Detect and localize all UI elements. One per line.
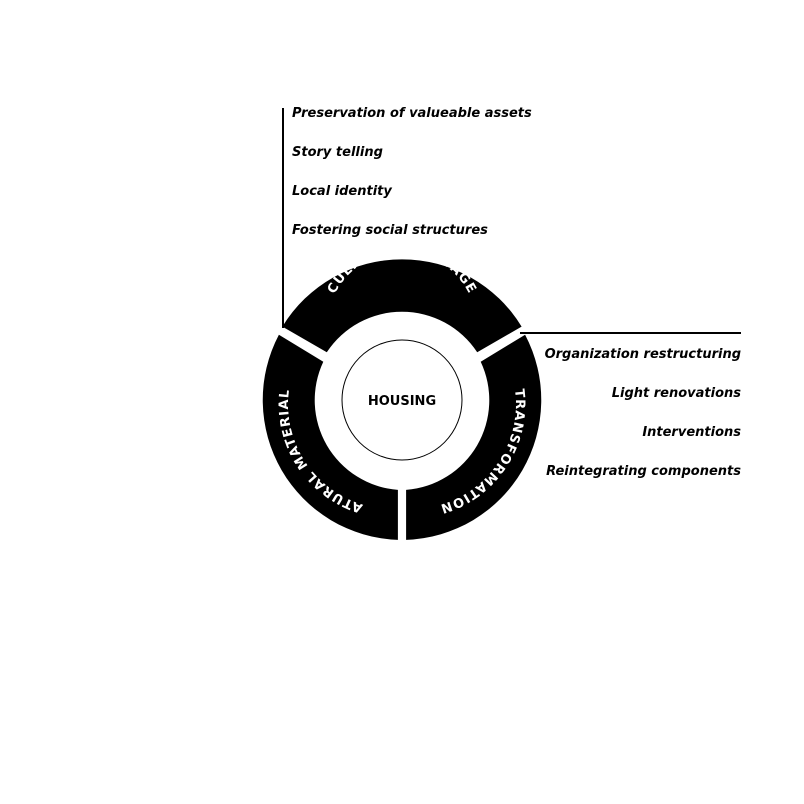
list-item: Fostering social structures <box>292 223 488 238</box>
list-item: Reintegrating components <box>546 464 741 479</box>
list-item: Organization restructuring <box>544 347 741 362</box>
list-item: Story telling <box>292 145 383 160</box>
segment-cultural-heritage <box>282 259 522 353</box>
center-label: HOUSING <box>368 394 436 409</box>
list-item: Light renovations <box>611 386 741 401</box>
list-item: Local identity <box>292 184 392 199</box>
list-item: Preservation of valueable assets <box>292 106 532 121</box>
segment-transformation <box>406 334 542 540</box>
center-circle <box>341 339 463 461</box>
list-item: Interventions <box>642 425 741 440</box>
segment-natural-materials <box>262 334 398 540</box>
